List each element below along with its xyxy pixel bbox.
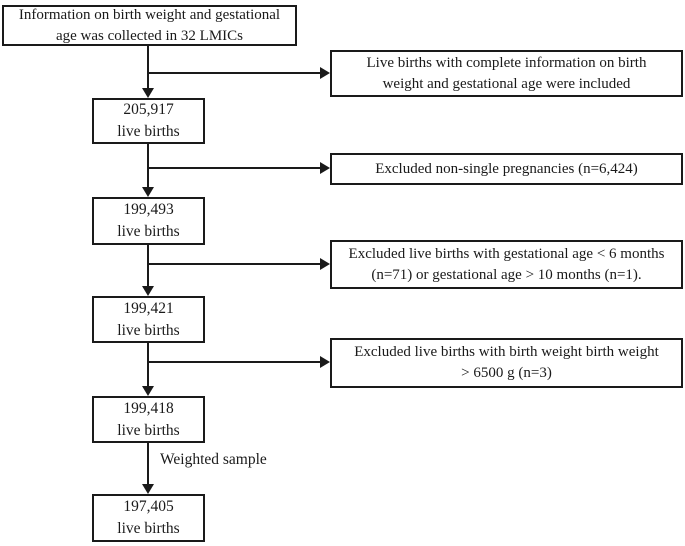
count-box-1-value: 205,917 [123,101,174,119]
weighted-sample-label: Weighted sample [160,451,267,468]
connector-line-vertical-4 [147,343,149,387]
note-box-excluded-gestational-age: Excluded live births with gestational ag… [330,240,683,289]
arrow-right-icon [320,258,330,270]
count-box-3-value: 199,421 [123,299,174,317]
count-box-5-label: live births [117,520,180,537]
note-box-included: Live births with complete information on… [330,50,683,97]
note-box-excluded-nonsingle-text: Excluded non-single pregnancies (n=6,424… [375,160,638,177]
connector-line-vertical-5 [147,443,149,485]
arrow-right-icon [320,356,330,368]
connector-line-horizontal-2 [147,167,322,169]
note-box-excluded-gestational-age-text: Excluded live births with gestational ag… [348,245,665,283]
arrow-down-icon [142,484,154,494]
note-box-included-text: Live births with complete information on… [366,54,647,92]
arrow-down-icon [142,187,154,197]
count-box-3: 199,421 live births [92,296,205,343]
arrow-down-icon [142,286,154,296]
count-box-2-label: live births [117,223,180,240]
note-box-excluded-birth-weight-text: Excluded live births with birth weight b… [354,344,659,381]
count-box-1-label: live births [117,123,180,140]
note-box-excluded-birth-weight: Excluded live births with birth weight b… [330,338,683,388]
count-box-1: 205,917 live births [92,98,205,144]
count-box-2: 199,493 live births [92,197,205,245]
connector-line-vertical-1 [147,46,149,89]
flow-box-source: Information on birth weight and gestatio… [2,5,297,46]
count-box-3-label: live births [117,321,180,339]
count-box-5: 197,405 live births [92,494,205,542]
count-box-2-value: 199,493 [123,201,174,219]
arrow-right-icon [320,67,330,79]
count-box-4: 199,418 live births [92,396,205,443]
count-box-5-value: 197,405 [123,498,174,516]
arrow-down-icon [142,88,154,98]
arrow-right-icon [320,162,330,174]
flow-box-source-text: Information on birth weight and gestatio… [18,6,281,44]
count-box-4-value: 199,418 [123,399,174,417]
count-box-4-label: live births [117,421,180,439]
connector-line-vertical-3 [147,245,149,287]
note-box-excluded-nonsingle: Excluded non-single pregnancies (n=6,424… [330,153,683,185]
connector-line-horizontal-4 [147,361,322,363]
connector-line-vertical-2 [147,144,149,188]
connector-line-horizontal-3 [147,263,322,265]
arrow-down-icon [142,386,154,396]
connector-line-horizontal-1 [147,72,322,74]
